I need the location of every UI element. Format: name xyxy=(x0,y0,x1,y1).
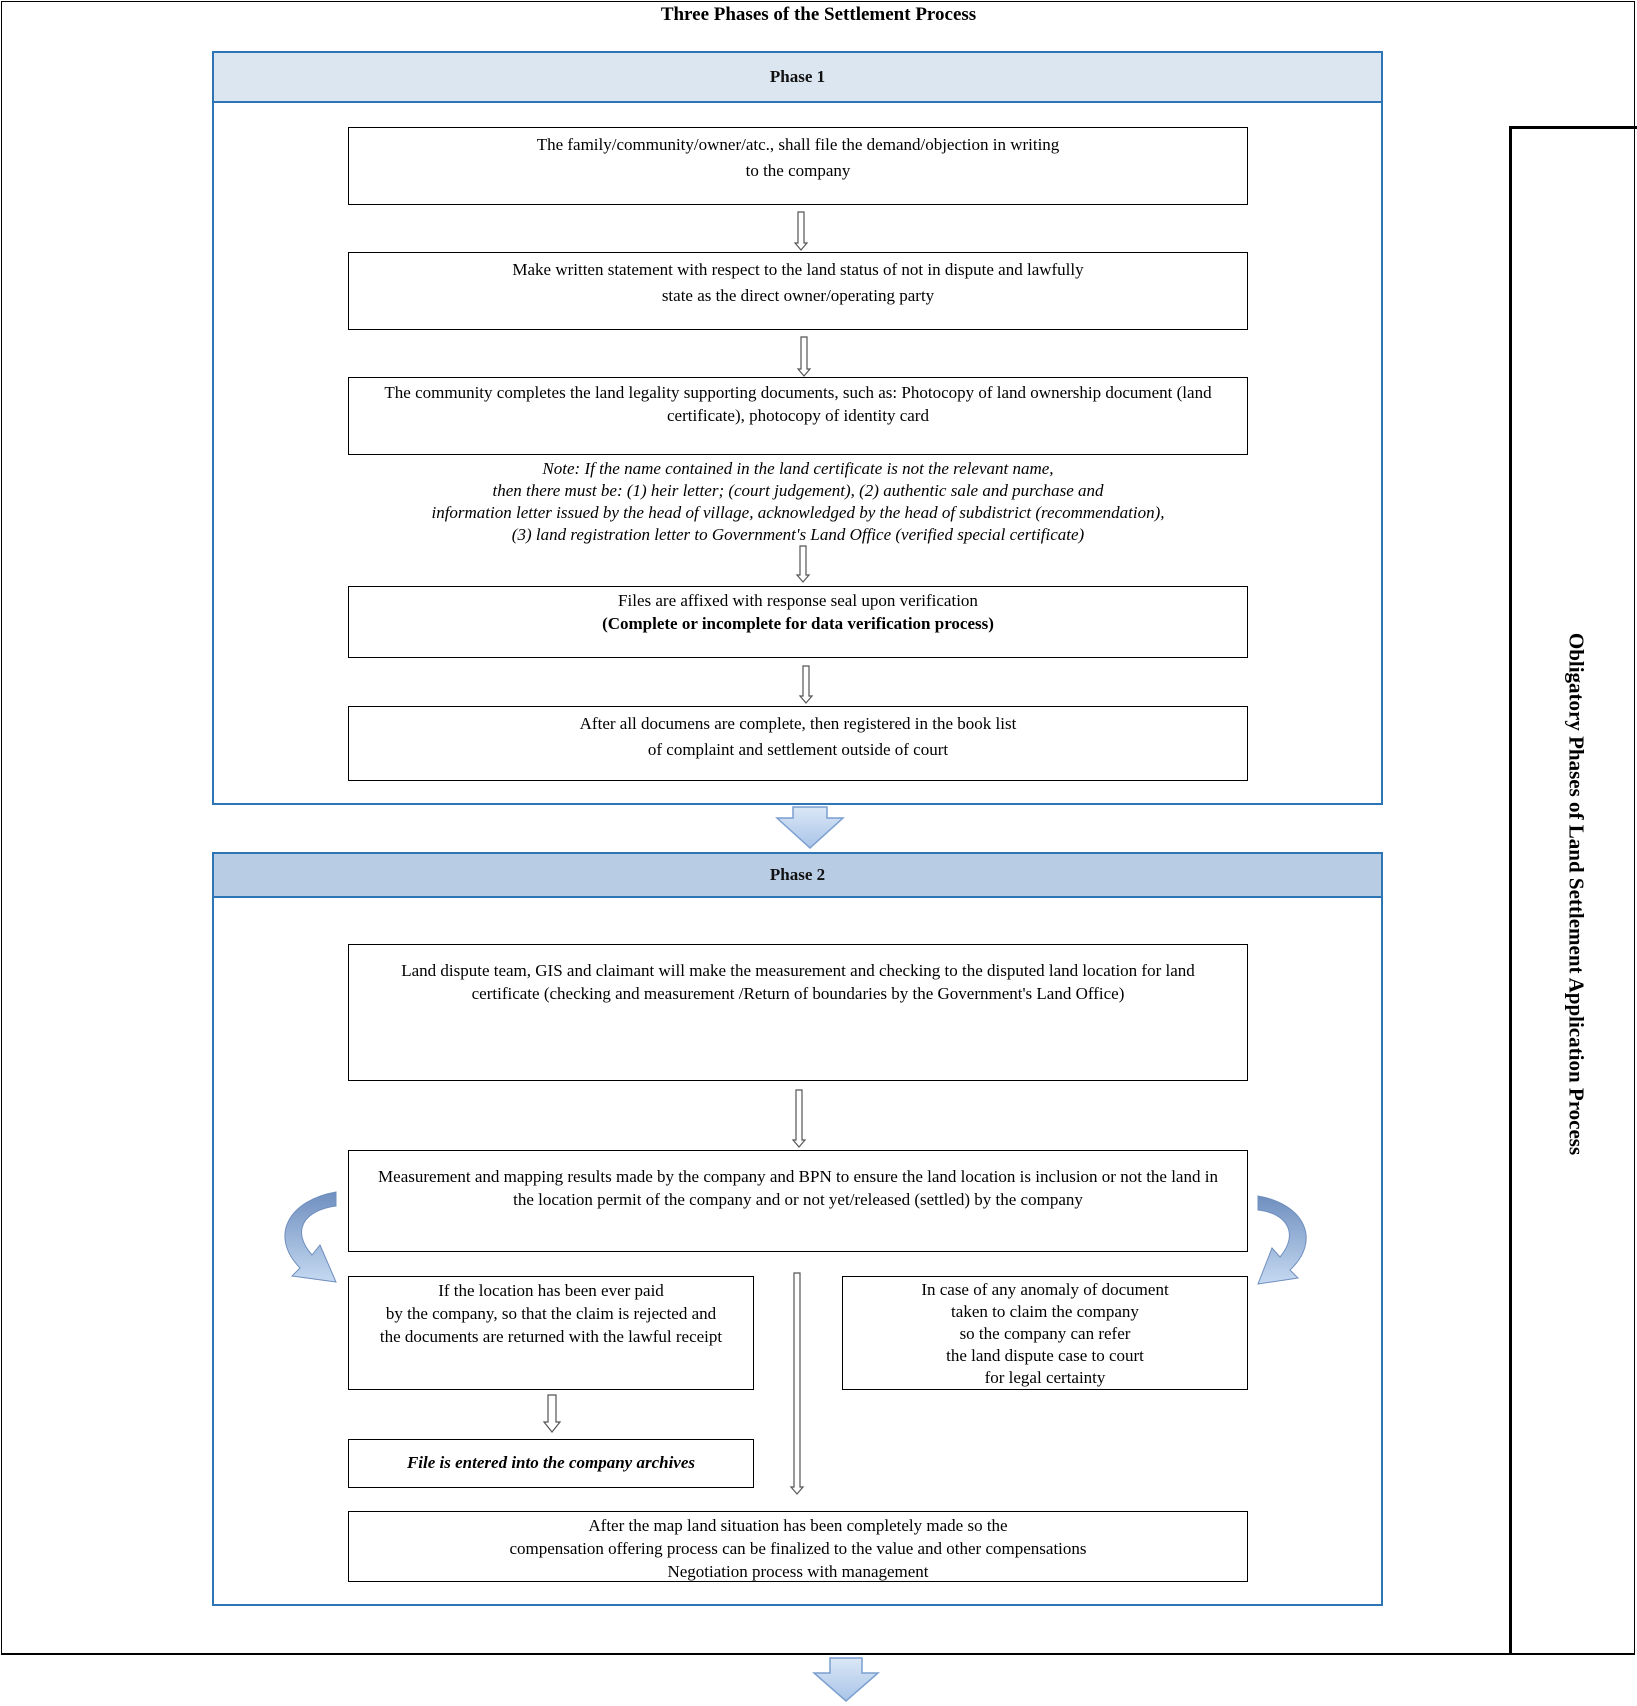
text-line: After the map land situation has been co… xyxy=(588,1516,1008,1535)
text-line: for legal certainty xyxy=(984,1368,1106,1387)
phase-2-header: Phase 2 xyxy=(212,852,1383,898)
phase-1-header: Phase 1 xyxy=(212,51,1383,103)
text-line: certificate), photocopy of identity card xyxy=(667,406,929,425)
curved-right-arrow-icon xyxy=(1257,1195,1307,1285)
text-line: taken to claim the company xyxy=(951,1302,1139,1321)
text-line: In case of any anomaly of document xyxy=(921,1280,1169,1299)
phase-2-branch-paid: If the location has been ever paid by th… xyxy=(348,1276,754,1390)
diagram-title: Three Phases of the Settlement Process xyxy=(660,4,977,25)
note-line: Note: If the name contained in the land … xyxy=(542,459,1054,478)
phase-1-step-written-statement: Make written statement with respect to t… xyxy=(348,252,1248,330)
next-phase-arrow-icon xyxy=(812,1657,880,1702)
text-line: certificate (checking and measurement /R… xyxy=(471,984,1125,1003)
down-arrow-icon xyxy=(793,211,809,251)
note-line: (3) land registration letter to Governme… xyxy=(511,525,1085,544)
text-line: Negotiation process with management xyxy=(667,1562,929,1581)
text-line: Measurement and mapping results made by … xyxy=(378,1167,1218,1186)
text-line: The community completes the land legalit… xyxy=(384,383,1212,402)
phase-2-branch-anomaly: In case of any anomaly of document taken… xyxy=(842,1276,1248,1390)
text-line: If the location has been ever paid xyxy=(438,1281,664,1300)
text-line: After all documens are complete, then re… xyxy=(579,714,1017,733)
side-panel: Obligatory Phases of Land Settlement App… xyxy=(1509,126,1637,1655)
note-line: then there must be: (1) heir letter; (co… xyxy=(492,481,1104,500)
text-line: by the company, so that the claim is rej… xyxy=(385,1304,717,1323)
phase-1-step-registered: After all documens are complete, then re… xyxy=(348,706,1248,781)
outer-frame xyxy=(1,1,1635,1655)
text-line: state as the direct owner/operating part… xyxy=(661,286,935,305)
text-line: the land dispute case to court xyxy=(946,1346,1144,1365)
phase-2-step-mapping-results: Measurement and mapping results made by … xyxy=(348,1150,1248,1252)
text-line: to the company xyxy=(745,161,851,180)
text-line: so the company can refer xyxy=(959,1324,1131,1343)
text-line: compensation offering process can be fin… xyxy=(509,1539,1087,1558)
phase-1-step-supporting-documents: The community completes the land legalit… xyxy=(348,377,1248,455)
phase-transition-arrow-icon xyxy=(775,806,845,850)
phase-1-step-file-demand: The family/community/owner/atc., shall f… xyxy=(348,127,1248,205)
text-line: The family/community/owner/atc., shall f… xyxy=(536,135,1060,154)
text-line: Files are affixed with response seal upo… xyxy=(618,591,978,610)
curved-left-arrow-icon xyxy=(284,1191,337,1283)
text-line: the location permit of the company and o… xyxy=(513,1190,1083,1209)
down-arrow-icon xyxy=(791,1089,807,1148)
phase-1-step-verification-seal: Files are affixed with response seal upo… xyxy=(348,586,1248,658)
text-line: the documents are returned with the lawf… xyxy=(379,1327,723,1346)
text-line: (Complete or incomplete for data verific… xyxy=(602,614,994,633)
text-line: of complaint and settlement outside of c… xyxy=(647,740,949,759)
phase-2-step-measurement: Land dispute team, GIS and claimant will… xyxy=(348,944,1248,1081)
down-arrow-icon xyxy=(798,665,814,704)
down-arrow-icon xyxy=(796,336,812,377)
down-arrow-icon xyxy=(542,1394,562,1433)
text-line: Land dispute team, GIS and claimant will… xyxy=(401,961,1195,980)
note-line: information letter issued by the head of… xyxy=(431,503,1165,522)
text-line: Make written statement with respect to t… xyxy=(512,260,1084,279)
down-arrow-icon xyxy=(795,545,811,583)
phase-2-step-compensation: After the map land situation has been co… xyxy=(348,1511,1248,1582)
phase-2-archive-box: File is entered into the company archive… xyxy=(348,1439,754,1488)
long-down-arrow-icon xyxy=(789,1272,805,1495)
phase-1-note: Note: If the name contained in the land … xyxy=(348,458,1248,546)
